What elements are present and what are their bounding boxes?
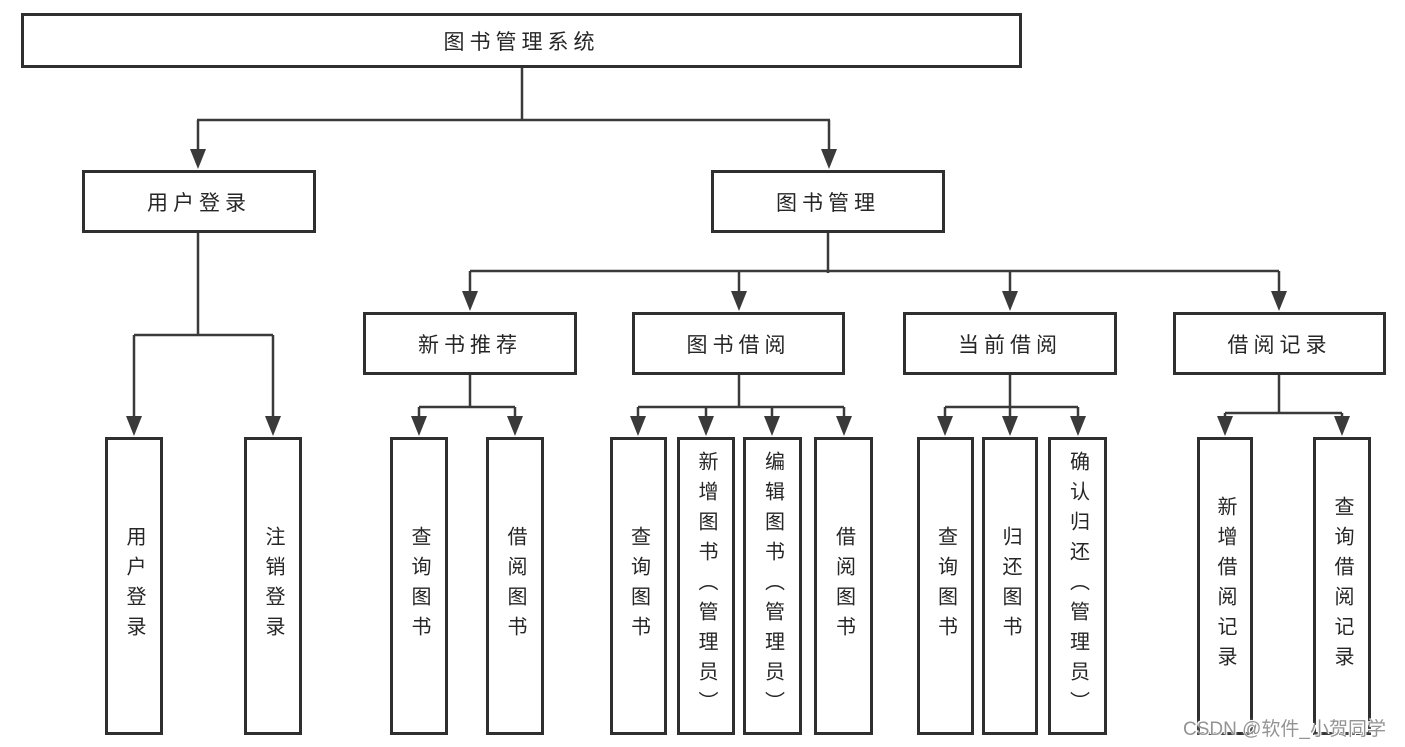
leaf-borrow-books: 借阅图书 [814,437,873,735]
node-current-borrowing: 当前借阅 [903,312,1117,375]
leaf-user-login: 用户登录 [105,437,163,735]
node-borrowing-records: 借阅记录 [1173,312,1386,375]
node-user-login: 用户登录 [82,170,316,233]
leaf-borrow-query-books: 查询图书 [610,437,667,735]
csdn-watermark: CSDN @软件_小贺同学 [1183,719,1386,740]
leaf-return-books: 归还图书 [982,437,1038,735]
leaf-add-borrow-record: 新增借阅记录 [1197,437,1253,735]
leaf-logout: 注销登录 [244,437,302,735]
node-book-management: 图书管理 [711,170,945,233]
leaf-confirm-return-admin: 确认归还（管理员） [1048,437,1107,735]
leaf-edit-books-admin: 编辑图书（管理员） [743,437,802,735]
arrowheads [126,149,1350,436]
leaf-query-borrow-record: 查询借阅记录 [1313,437,1371,735]
leaf-recommend-borrow-books: 借阅图书 [486,437,544,735]
leaf-recommend-query-books: 查询图书 [390,437,448,735]
node-book-borrowing: 图书借阅 [632,312,845,375]
node-new-book-recommendation: 新书推荐 [363,312,577,375]
connector-segments [132,68,1344,421]
node-library-management-system: 图书管理系统 [21,13,1022,68]
leaf-add-books-admin: 新增图书（管理员） [677,437,735,735]
leaf-current-query-books: 查询图书 [917,437,974,735]
